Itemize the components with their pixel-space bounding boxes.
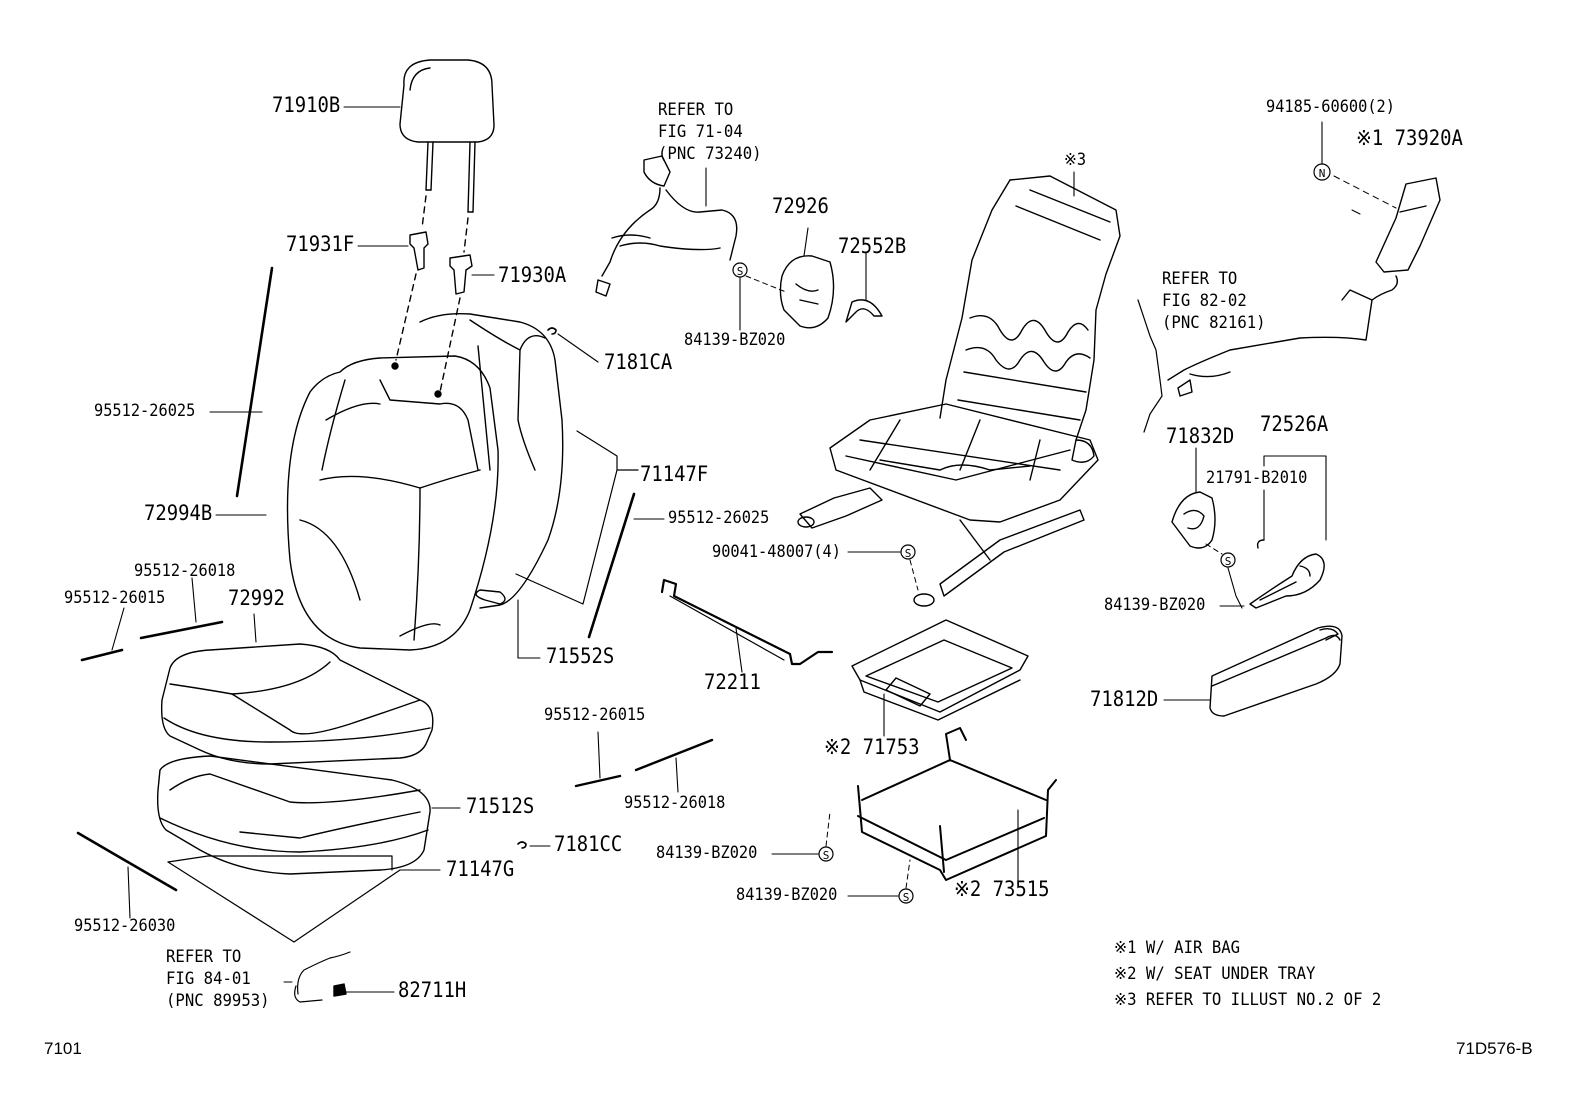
label-71832D: 71832D [1166, 424, 1235, 448]
cover-72552B [845, 299, 883, 323]
label-71753: ※2 71753 [824, 735, 920, 759]
label-95512-26030: 95512-26030 [74, 916, 176, 936]
cover-71832D [1171, 447, 1216, 549]
label-84139-mid2: 84139-BZ020 [736, 885, 838, 905]
seatback-cover-drawing [286, 355, 499, 651]
label-82711H: 82711H [398, 978, 467, 1002]
label-71552S: 71552S [546, 644, 615, 668]
svg-text:S: S [1225, 555, 1232, 568]
airbag-73920A [1333, 175, 1441, 301]
seatback-rod-right [587, 492, 636, 639]
rod-95512-26018 [139, 620, 224, 640]
tray-71753 [851, 619, 1029, 737]
knob-72526A [1249, 553, 1325, 609]
clip-7181CA [547, 327, 557, 335]
note-2: ※2 W/ SEAT UNDER TRAY [1114, 964, 1316, 984]
label-71147G: 71147G [446, 857, 515, 881]
rod-95512-26030 [76, 831, 178, 892]
sheet-71147G [167, 855, 393, 871]
footer-left: 7101 [44, 1039, 82, 1058]
label-73515: ※2 73515 [954, 877, 1050, 901]
label-84139-top: 84139-BZ020 [684, 330, 786, 350]
svg-text:S: S [905, 547, 912, 560]
harness-fig82 [1137, 289, 1373, 433]
headrest-guide-drawing [395, 195, 473, 393]
label-71512S: 71512S [466, 794, 535, 818]
label-71812D: 71812D [1090, 687, 1159, 711]
label-73920A: ※1 73920A [1356, 126, 1463, 150]
svg-text:N: N [1319, 167, 1326, 180]
label-7181CA: 7181CA [604, 350, 673, 374]
label-72926: 72926 [772, 194, 829, 218]
frame-73515 [857, 727, 1057, 885]
label-72992: 72992 [228, 586, 285, 610]
label-95512-26025-right: 95512-26025 [668, 508, 770, 528]
footer-right: 71D576-B [1456, 1039, 1533, 1058]
label-84139-mid1: 84139-BZ020 [656, 843, 758, 863]
rod-95512-26015 [80, 648, 124, 662]
cover-72926 [779, 227, 835, 329]
label-71931F: 71931F [286, 232, 355, 256]
label-95512-26015-left: 95512-26015 [64, 588, 166, 608]
label-90041: 90041-48007(4) [712, 542, 841, 562]
bracket-71147F [515, 430, 618, 605]
label-71910B: 71910B [272, 93, 341, 117]
harness-fig84 [283, 951, 395, 1003]
label-72552B: 72552B [838, 234, 907, 258]
label-72211: 72211 [704, 670, 761, 694]
seatback-pad-drawing [419, 312, 564, 609]
seat-cushion-cover-drawing [160, 643, 434, 765]
screw-symbol: S [737, 265, 744, 278]
seat-frame-drawing [797, 175, 1121, 607]
note-1: ※1 W/ AIR BAG [1114, 938, 1241, 958]
label-72526A: 72526A [1260, 412, 1329, 436]
label-94185: 94185-60600(2) [1266, 97, 1395, 117]
label-72994B: 72994B [144, 501, 213, 525]
harness-fig71 [595, 155, 738, 297]
label-71930A: 71930A [498, 263, 567, 287]
label-95512-26018-mid: 95512-26018 [624, 793, 726, 813]
svg-text:S: S [903, 891, 910, 904]
seatback-rod-left [235, 266, 274, 498]
label-95512-26018-left: 95512-26018 [134, 561, 236, 581]
label-71147F: 71147F [640, 462, 709, 486]
mark-3: ※3 [1064, 150, 1087, 170]
leader-lines [209, 106, 665, 871]
label-7181CC: 7181CC [554, 832, 623, 856]
rod-72211 [660, 578, 834, 673]
seat-cushion-pad-drawing [156, 755, 431, 875]
svg-text:S: S [823, 849, 830, 862]
label-21791: 21791-B2010 [1206, 468, 1308, 488]
headrest-drawing [399, 59, 495, 213]
note-3: ※3 REFER TO ILLUST NO.2 OF 2 [1114, 990, 1382, 1010]
trim-71812D [1209, 625, 1343, 717]
label-95512-26025-left: 95512-26025 [94, 401, 196, 421]
label-95512-26015-mid: 95512-26015 [544, 705, 646, 725]
label-84139-right: 84139-BZ020 [1104, 595, 1206, 615]
